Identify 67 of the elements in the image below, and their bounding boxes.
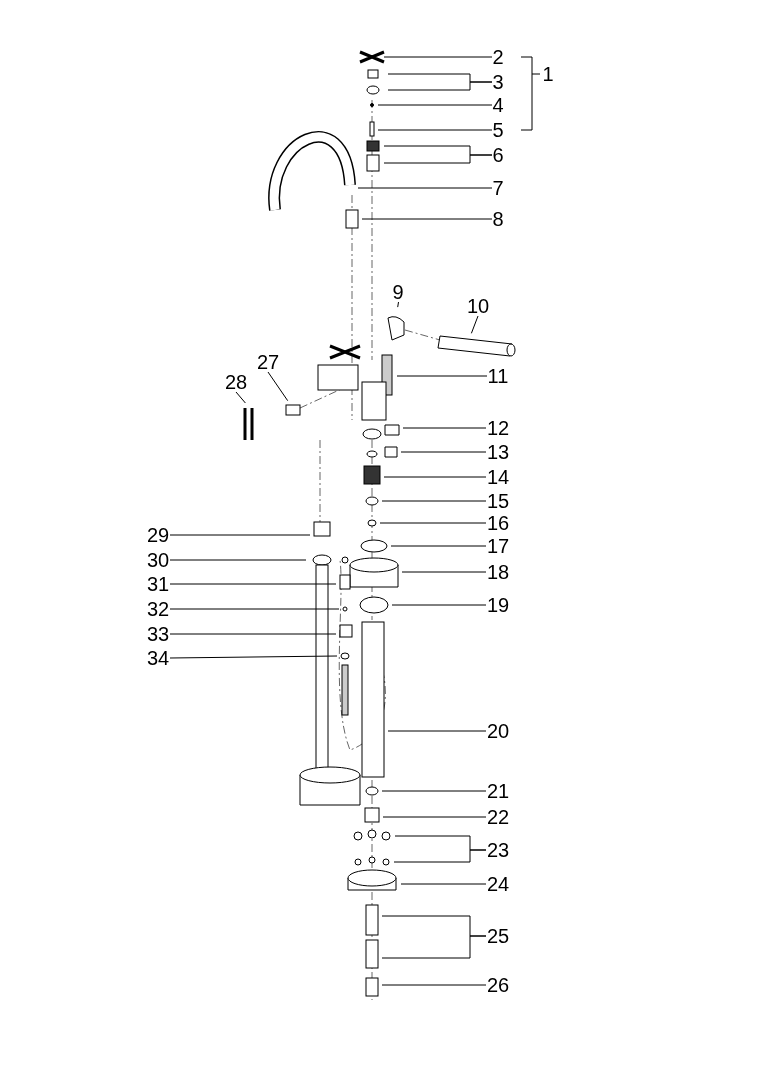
leader-line: [470, 315, 479, 334]
callout-number: 21: [486, 781, 511, 801]
leader-line: [377, 104, 493, 106]
leader-line: [391, 604, 487, 606]
leader-line: [169, 534, 311, 536]
leader-line: [397, 301, 399, 308]
leader-line: [357, 187, 493, 189]
leader-line: [169, 583, 337, 585]
leader-line: [401, 571, 487, 573]
callout-number: 19: [486, 595, 511, 615]
callout-number: 12: [486, 418, 511, 438]
leader-line: [379, 522, 487, 524]
callout-number: 30: [146, 550, 171, 570]
leader-line: [169, 655, 338, 659]
callout-number: 22: [486, 807, 511, 827]
leader-line: [381, 935, 487, 959]
leader-line: [377, 129, 493, 131]
callout-number: 9: [391, 282, 405, 302]
callout-number: 29: [146, 525, 171, 545]
leader-line: [267, 371, 289, 402]
callout-number: 33: [146, 624, 171, 644]
callout-number: 3: [491, 72, 505, 92]
leader-line: [381, 500, 487, 502]
callout-number: 11: [486, 366, 510, 386]
leader-line: [400, 451, 487, 453]
callout-number: 1: [541, 64, 555, 84]
callout-number: 5: [491, 120, 505, 140]
callout-number: 18: [486, 562, 511, 582]
callout-number: 10: [466, 296, 491, 316]
leader-line: [383, 56, 493, 58]
callout-number: 28: [224, 372, 249, 392]
leader-line: [387, 730, 487, 732]
callout-number: 15: [486, 491, 511, 511]
callout-number: 34: [146, 648, 171, 668]
leader-line: [396, 375, 488, 377]
callout-number: 2: [491, 47, 505, 67]
leader-line: [402, 427, 487, 429]
callout-number: 23: [486, 840, 511, 860]
leader-line: [387, 81, 493, 91]
callout-number: 32: [146, 599, 171, 619]
callout-number: 27: [256, 352, 281, 372]
callout-number: 25: [486, 926, 511, 946]
leader-line: [361, 218, 493, 220]
callout-number: 7: [491, 178, 505, 198]
leader-line: [383, 154, 493, 164]
leader-line: [381, 790, 487, 792]
leader-line: [382, 816, 487, 818]
leader-line: [169, 633, 337, 635]
leader-line: [390, 545, 487, 547]
leader-line: [235, 391, 246, 404]
callout-number: 31: [146, 574, 171, 594]
callout-number: 14: [486, 467, 511, 487]
callout-number: 13: [486, 442, 511, 462]
callout-number: 4: [491, 95, 505, 115]
leader-line: [400, 883, 487, 885]
leader-line: [169, 608, 340, 610]
callout-number: 6: [491, 145, 505, 165]
callout-number: 20: [486, 721, 511, 741]
callout-number: 24: [486, 874, 511, 894]
callout-number: 16: [486, 513, 511, 533]
leader-line: [383, 476, 487, 478]
leader-line: [381, 984, 487, 986]
leader-line: [169, 559, 307, 561]
callout-number: 17: [486, 536, 511, 556]
callout-number: 26: [486, 975, 511, 995]
leader-line: [393, 849, 487, 863]
callout-number: 8: [491, 209, 505, 229]
